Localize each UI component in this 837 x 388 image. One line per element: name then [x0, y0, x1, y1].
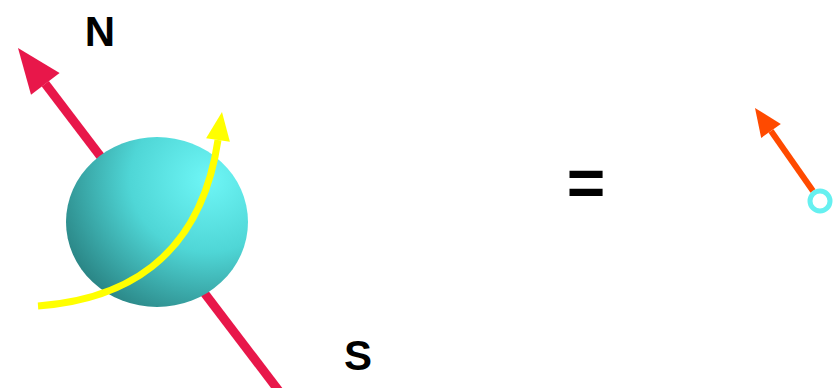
equals-sign: = [567, 150, 606, 216]
pole-label: N [85, 11, 115, 53]
sphere [66, 137, 248, 307]
rotation-arrow [38, 112, 230, 306]
spin-axis [18, 48, 282, 388]
spin-vector [755, 108, 830, 211]
pole-label: S [344, 335, 372, 377]
